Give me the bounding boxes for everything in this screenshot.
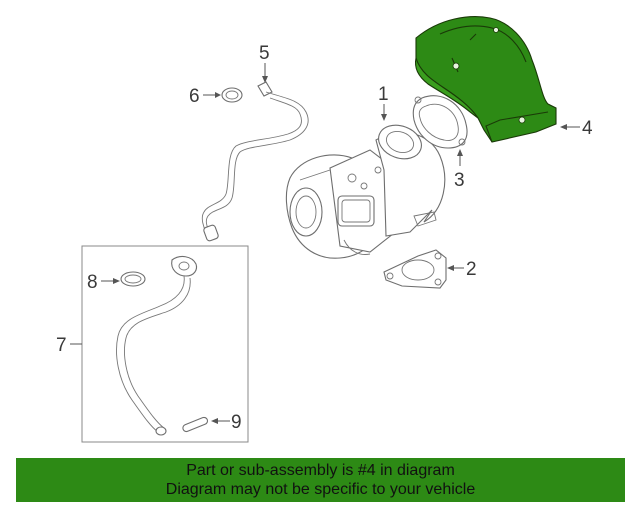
part-7-group-box: [81, 245, 249, 443]
callout-2[interactable]: 2: [466, 259, 477, 280]
banner-line-2: Diagram may not be specific to your vehi…: [165, 481, 476, 498]
arrow-1: [381, 114, 387, 121]
callout-1[interactable]: 1: [378, 84, 389, 105]
callout-6[interactable]: 6: [189, 86, 200, 107]
arrow-4: [560, 124, 567, 130]
info-banner: Part or sub-assembly is #4 in diagram Di…: [16, 458, 625, 502]
callout-3[interactable]: 3: [454, 170, 465, 191]
part-6-washer[interactable]: [221, 87, 243, 103]
part-1-turbocharger[interactable]: [285, 119, 446, 259]
callout-4[interactable]: 4: [582, 118, 593, 139]
arrow-9: [211, 418, 218, 424]
part-7-oil-return-line[interactable]: [116, 255, 198, 436]
arrow-6: [215, 92, 221, 98]
callout-7[interactable]: 7: [56, 335, 67, 356]
part-4-heat-shield[interactable]: [414, 16, 557, 143]
arrow-8: [113, 278, 120, 284]
banner-line-1: Part or sub-assembly is #4 in diagram: [186, 462, 455, 479]
callout-5[interactable]: 5: [259, 43, 270, 64]
part-5-oil-feed-line[interactable]: [201, 81, 309, 242]
arrow-5: [262, 76, 268, 83]
arrow-3: [457, 149, 463, 156]
part-8-o-ring[interactable]: [120, 271, 146, 287]
callout-8[interactable]: 8: [87, 272, 98, 293]
part-9-sleeve[interactable]: [182, 416, 209, 433]
arrow-2: [447, 265, 454, 271]
callout-9[interactable]: 9: [231, 412, 242, 433]
part-2-flange-gasket[interactable]: [383, 249, 447, 289]
part-3-gasket[interactable]: [412, 95, 468, 149]
